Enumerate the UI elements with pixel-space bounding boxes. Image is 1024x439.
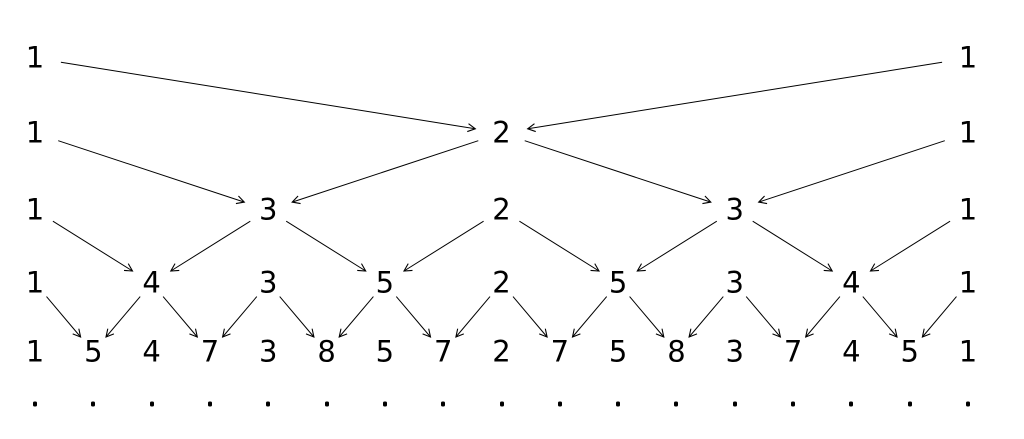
- tree-number-row1-col16: 1: [958, 40, 978, 75]
- mediant-arrow: [869, 220, 951, 272]
- continuation-dot: [324, 401, 329, 407]
- tree-number-row5-col2: 4: [142, 334, 161, 369]
- tree-number-row5-col14: 4: [842, 334, 861, 369]
- continuation-dot: [441, 401, 446, 407]
- tree-number-row5-col0: 1: [25, 334, 45, 369]
- continuation-dot: [966, 401, 970, 407]
- mediant-arrow: [636, 220, 718, 272]
- mediant-arrow: [60, 61, 477, 133]
- tree-number-row5-col9: 7: [550, 334, 570, 369]
- mediant-arrow: [571, 296, 608, 338]
- mediant-arrow: [512, 296, 548, 338]
- tree-number-row4-col16: 1: [958, 265, 978, 300]
- mediant-arrow: [862, 296, 898, 338]
- continuation-dot: [149, 401, 154, 407]
- mediant-arrow: [688, 296, 724, 338]
- mediant-arrow: [921, 296, 957, 338]
- mediant-arrow: [285, 220, 367, 272]
- tree-number-row4-col8: 2: [492, 265, 511, 300]
- tree-number-row5-col8: 2: [492, 334, 511, 369]
- mediant-arrow: [58, 140, 246, 205]
- mediant-arrow: [752, 220, 834, 272]
- tree-number-row5-col16: 1: [958, 334, 978, 369]
- continuation-dot: [791, 401, 796, 407]
- tree-number-row3-col16: 1: [958, 192, 978, 227]
- mediant-arrow: [46, 296, 82, 338]
- tree-number-row2-col0: 1: [25, 115, 45, 150]
- mediant-arrow: [455, 296, 491, 338]
- mediant-arrow: [403, 220, 484, 272]
- mediant-arrow: [519, 220, 600, 272]
- mediant-arrow: [279, 296, 315, 338]
- tree-number-row5-col5: 8: [317, 334, 336, 369]
- tree-number-row5-col11: 8: [667, 334, 686, 369]
- continuation-dot: [207, 401, 212, 407]
- tree-number-row4-col12: 3: [725, 265, 744, 300]
- mediant-arrow: [629, 296, 665, 338]
- tree-number-row3-col8: 2: [492, 192, 511, 227]
- mediant-arrow: [524, 140, 712, 205]
- tree-number-row3-col4: 3: [259, 192, 278, 227]
- tree-number-row5-col10: 5: [608, 334, 628, 369]
- tree-number-row5-col7: 7: [433, 334, 453, 369]
- tree-number-row3-col0: 1: [25, 192, 45, 227]
- continuation-dot: [907, 401, 912, 407]
- tree-number-row5-col15: 5: [900, 334, 919, 369]
- tree-number-row2-col16: 1: [958, 115, 978, 150]
- continuation-dot: [382, 401, 387, 407]
- tree-number-row4-col0: 1: [25, 265, 45, 300]
- tree-number-row4-col2: 4: [142, 265, 161, 300]
- tree-number-row1-col0: 1: [25, 40, 45, 75]
- continuation-dot: [499, 401, 504, 407]
- continuation-dot: [732, 401, 737, 407]
- tree-number-row5-col13: 7: [783, 334, 803, 369]
- mediant-arrow: [105, 296, 141, 338]
- mediant-arrow: [395, 296, 432, 338]
- mediant-arrow: [757, 140, 945, 205]
- continuation-dot: [33, 401, 37, 407]
- tree-number-row4-col10: 5: [608, 265, 628, 300]
- tree-number-row5-col12: 3: [725, 334, 744, 369]
- tree-number-row4-col6: 5: [375, 265, 395, 300]
- continuation-dot: [674, 401, 679, 407]
- tree-number-row5-col1: 5: [84, 334, 103, 369]
- continuation-dot: [557, 401, 562, 407]
- tree-number-row5-col4: 3: [259, 334, 278, 369]
- tree-number-row3-col12: 3: [725, 192, 744, 227]
- mediant-arrow: [162, 296, 199, 338]
- mediant-arrow: [291, 140, 479, 205]
- tree-number-row2-col8: 2: [492, 115, 511, 150]
- mediant-arrow: [52, 220, 134, 272]
- mediant-arrow: [804, 296, 841, 338]
- tree-number-row5-col6: 5: [375, 334, 395, 369]
- tree-number-row5-col3: 7: [200, 334, 220, 369]
- tree-number-row4-col4: 3: [259, 265, 278, 300]
- mediant-arrow: [169, 220, 251, 272]
- mediant-arrow: [526, 61, 943, 133]
- continuation-dot: [849, 401, 854, 407]
- tree-number-row4-col14: 4: [842, 265, 861, 300]
- continuation-dot: [91, 401, 96, 407]
- mediant-arrow: [745, 296, 782, 338]
- continuation-dot: [616, 401, 621, 407]
- continuation-dot: [266, 401, 271, 407]
- mediant-arrow: [221, 296, 258, 338]
- mediant-arrow: [338, 296, 374, 338]
